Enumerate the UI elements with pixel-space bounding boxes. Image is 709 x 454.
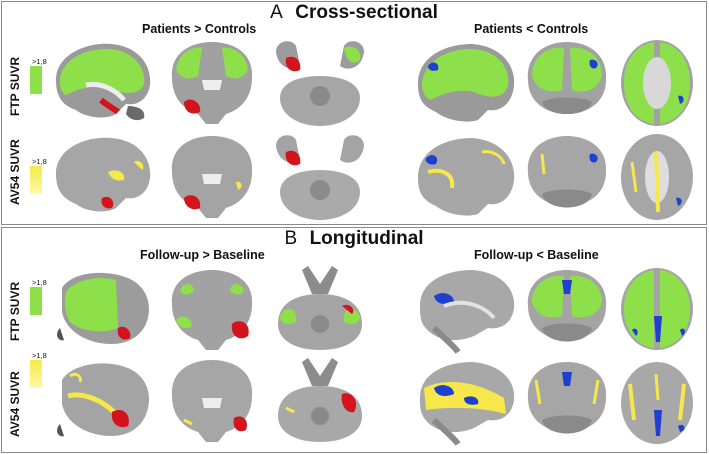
panel-title: Longitudinal (309, 228, 424, 249)
brain-coronal-ftp-increase (171, 270, 253, 350)
brain-sagittal-av54-decrease (420, 362, 515, 446)
left-subtitle: Follow-up > Baseline (140, 248, 265, 262)
row-label-ftp: FTP SUVR (8, 56, 22, 116)
brain-coronal-av54-decrease (527, 136, 607, 208)
brain-sagittal-ftp-increase (57, 272, 149, 344)
brain-coronal-ftp-decrease (527, 270, 607, 342)
panel-title: Cross-sectional (295, 2, 438, 23)
left-subtitle: Patients > Controls (142, 22, 257, 36)
brain-sagittal-av54-increase (57, 363, 149, 437)
colorbar-threshold-ftp: >1,8 (32, 278, 47, 287)
row-label-av54: AV54 SUVR (8, 371, 22, 437)
brain-axial-av54-increase (276, 135, 364, 220)
brain-axial-av54-increase (278, 358, 362, 442)
brain-sagittal-ftp-increase (56, 43, 151, 121)
panel-letter: B (284, 228, 298, 249)
brain-coronal-av54-increase (171, 136, 253, 218)
row-label-ftp: FTP SUVR (8, 281, 22, 341)
right-subtitle: Follow-up < Baseline (474, 248, 599, 262)
colorbar-ftp (30, 66, 42, 94)
colorbar-threshold-av54: >1,8 (32, 157, 47, 166)
brain-sagittal-av54-increase (56, 137, 151, 212)
brain-sagittal-ftp-decrease (420, 270, 515, 354)
brain-coronal-av54-increase (171, 360, 253, 442)
brain-axial-ftp-increase (278, 266, 362, 350)
brain-sagittal-ftp-decrease (418, 44, 515, 122)
brain-axial-ftp-decrease (621, 40, 693, 126)
brain-axial-ftp-decrease (621, 268, 693, 350)
row-label-av54: AV54 SUVR (8, 139, 22, 205)
brain-coronal-ftp-decrease (527, 42, 607, 114)
brain-coronal-ftp-increase (171, 42, 253, 124)
colorbar-threshold-av54: >1,8 (32, 351, 47, 360)
panel-cross-sectional: A Cross-sectional Patients > Controls Pa… (1, 1, 707, 225)
brain-axial-av54-decrease (621, 134, 693, 220)
colorbar-ftp (30, 287, 42, 315)
panel-longitudinal: B Longitudinal Follow-up > Baseline Foll… (1, 227, 707, 453)
colorbar-threshold-ftp: >1,8 (32, 57, 47, 66)
panel-letter: A (270, 2, 283, 23)
right-subtitle: Patients < Controls (474, 22, 589, 36)
brain-coronal-av54-decrease (527, 362, 607, 434)
colorbar-av54 (30, 360, 42, 388)
brain-axial-av54-decrease (621, 362, 693, 444)
colorbar-av54 (30, 166, 42, 194)
brain-sagittal-av54-decrease (418, 138, 515, 216)
brain-axial-ftp-increase (276, 41, 364, 126)
